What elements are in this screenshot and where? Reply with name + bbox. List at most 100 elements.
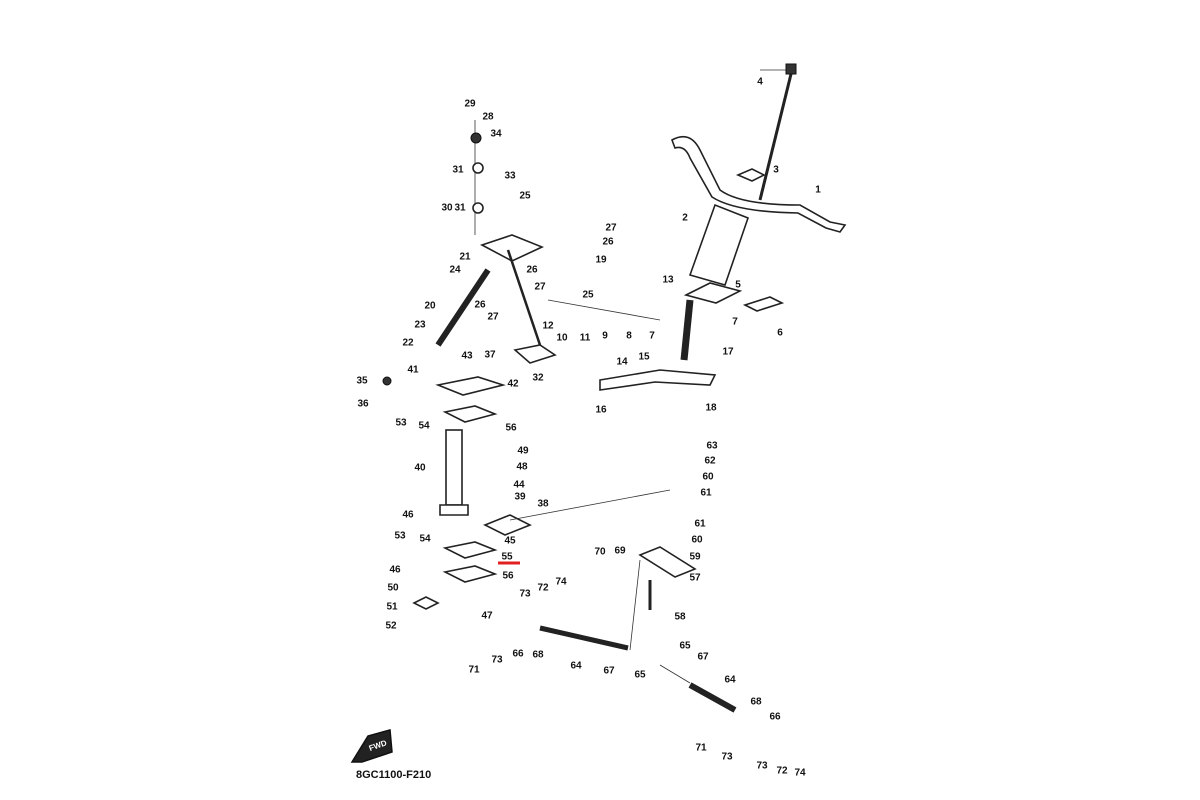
callout-65: 65: [679, 641, 691, 652]
nut-35: [382, 376, 392, 386]
callout-22: 22: [402, 338, 414, 349]
callout-42: 42: [507, 379, 519, 390]
callout-67: 67: [603, 666, 615, 677]
callout-1: 1: [815, 185, 821, 196]
callout-40: 40: [414, 463, 426, 474]
callout-3: 3: [773, 165, 779, 176]
callout-53: 53: [395, 418, 407, 429]
callout-58: 58: [674, 612, 686, 623]
callout-9: 9: [602, 331, 608, 342]
callout-61: 61: [694, 519, 706, 530]
tie-rod-20: [435, 268, 491, 347]
arm-41: [435, 376, 506, 396]
callout-64: 64: [570, 661, 582, 672]
callout-63: 63: [706, 441, 718, 452]
callout-17: 17: [722, 347, 734, 358]
callout-72: 72: [776, 766, 788, 777]
column-shaft: [680, 299, 694, 361]
callout-20: 20: [424, 301, 436, 312]
callout-53: 53: [394, 531, 406, 542]
callout-54: 54: [418, 421, 430, 432]
callout-8: 8: [626, 331, 632, 342]
steering-rod: [758, 69, 794, 201]
callout-59: 59: [689, 552, 701, 563]
callout-34: 34: [490, 129, 502, 140]
callout-19: 19: [595, 255, 607, 266]
callout-66: 66: [769, 712, 781, 723]
callout-66: 66: [512, 649, 524, 660]
callout-28: 28: [482, 112, 494, 123]
callout-24: 24: [449, 265, 461, 276]
nut-51: [412, 596, 440, 610]
bracket-6: [742, 296, 785, 312]
callout-37: 37: [484, 350, 496, 361]
callout-69: 69: [614, 546, 626, 557]
callout-15: 15: [638, 352, 650, 363]
callout-68: 68: [750, 697, 762, 708]
tie-rod-64: [539, 625, 629, 651]
callout-74: 74: [794, 768, 806, 779]
callout-57: 57: [689, 573, 701, 584]
callout-18: 18: [705, 403, 717, 414]
callout-5: 5: [735, 280, 741, 291]
callout-47: 47: [481, 611, 493, 622]
handlebar-post: [688, 203, 750, 286]
callout-70: 70: [594, 547, 606, 558]
callout-26: 26: [602, 237, 614, 248]
kingpin-base: [439, 504, 469, 516]
callout-31: 31: [454, 203, 466, 214]
axis-line-3: [659, 664, 691, 684]
fwd-arrow-icon: [350, 729, 393, 763]
callout-38: 38: [537, 499, 549, 510]
callout-4: 4: [757, 77, 763, 88]
rod-nut: [785, 63, 797, 75]
callout-68: 68: [532, 650, 544, 661]
callout-39: 39: [514, 492, 526, 503]
callout-10: 10: [556, 333, 568, 344]
callout-54: 54: [419, 534, 431, 545]
column-plate: [683, 282, 743, 304]
callout-27: 27: [605, 223, 617, 234]
callout-56: 56: [505, 423, 517, 434]
callout-27: 27: [487, 312, 499, 323]
callout-51: 51: [386, 602, 398, 613]
callout-65: 65: [634, 670, 646, 681]
callout-62: 62: [704, 456, 716, 467]
callout-73: 73: [491, 655, 503, 666]
arm-38: [483, 514, 532, 536]
callout-31: 31: [452, 165, 464, 176]
callout-2: 2: [682, 213, 688, 224]
callout-73: 73: [721, 752, 733, 763]
callout-72: 72: [537, 583, 549, 594]
callout-43: 43: [461, 351, 473, 362]
callout-16: 16: [595, 405, 607, 416]
callout-64: 64: [724, 675, 736, 686]
callout-27: 27: [534, 282, 546, 293]
callout-60: 60: [702, 472, 714, 483]
callout-67: 67: [697, 652, 709, 663]
callout-21: 21: [459, 252, 471, 263]
link-arm: [506, 249, 542, 346]
parts-drawing: [382, 63, 847, 713]
tie-rod-64b: [688, 682, 737, 713]
arm-57: [638, 546, 697, 578]
callout-36: 36: [357, 399, 369, 410]
callout-41: 41: [407, 365, 419, 376]
callout-49: 49: [517, 446, 529, 457]
callout-56: 56: [502, 571, 514, 582]
callout-13: 13: [662, 275, 674, 286]
kingpin-40: [445, 429, 463, 506]
callout-48: 48: [516, 462, 528, 473]
callout-14: 14: [616, 357, 628, 368]
callout-30: 30: [441, 203, 453, 214]
callout-11: 11: [580, 333, 591, 344]
pitman-arm: [599, 369, 717, 391]
callout-50: 50: [387, 583, 399, 594]
callout-60: 60: [691, 535, 703, 546]
arm-54b: [442, 565, 498, 583]
link-bracket-32: [513, 344, 557, 364]
connection-line: [509, 489, 671, 521]
